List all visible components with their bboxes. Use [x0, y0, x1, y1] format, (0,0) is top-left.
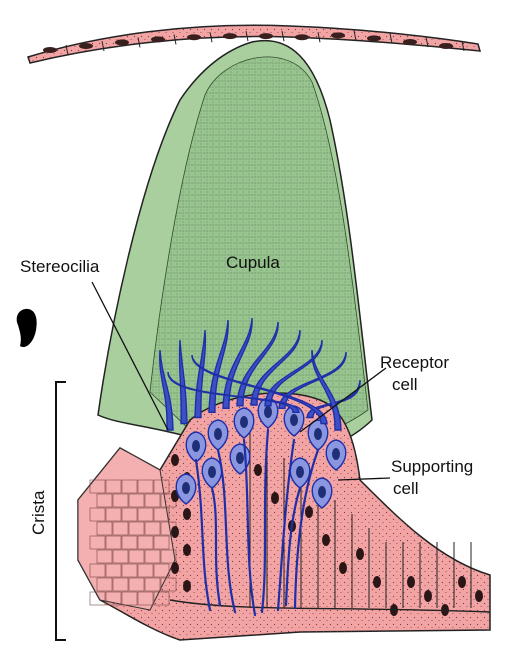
crista-tissue [77, 392, 491, 641]
leader-lines [91, 281, 391, 481]
supporting-leader [337, 477, 391, 481]
receptor-cells [159, 317, 361, 617]
crista-bracket [55, 381, 66, 641]
crista-label: Crista [29, 490, 48, 535]
cell-grid [89, 479, 177, 606]
cupula-label: Cupula [226, 253, 280, 272]
receptor-leader [299, 367, 387, 433]
receptor-cell-label: Receptor cell [380, 353, 454, 394]
supporting-cell-label: Supporting cell [391, 457, 478, 498]
stereocilia-label: Stereocilia [20, 257, 100, 276]
stereocilia-leader [91, 281, 169, 431]
ink-blot [16, 308, 37, 348]
epithelium-nuclei [43, 30, 465, 56]
top-epithelium [27, 24, 482, 64]
